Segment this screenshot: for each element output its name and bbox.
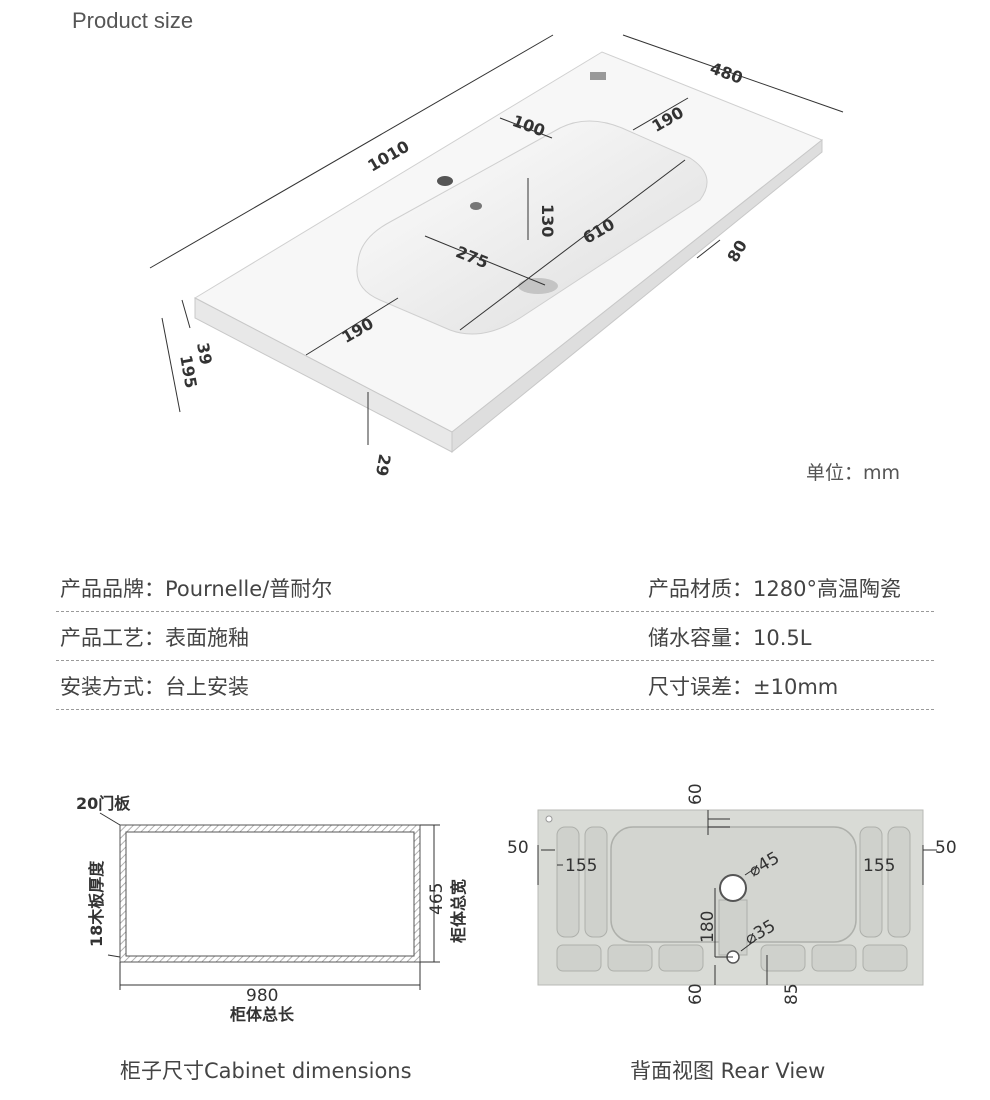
spec-brand: 产品品牌：Pournelle/普耐尔 [60,577,333,601]
spec-row: 安装方式：台上安装 尺寸误差：±10mm [56,661,934,710]
basin-bowl [356,120,708,335]
rear-bottom-offset-label: 60 [686,983,706,1005]
countertop-side-edge [451,138,823,454]
rear-right-inset-label: 155 [863,856,895,876]
rear-mark-dot [545,815,553,823]
brand-logo-mark [590,72,606,80]
rear-rib [607,944,653,972]
board-thickness-label: 18木板厚度 [87,860,106,947]
cabinet-length-label: 柜体总长 [230,1005,295,1024]
cabinet-length-value: 980 [246,986,278,1006]
rear-rib [760,944,806,972]
rear-drain-channel [718,899,748,956]
spec-tolerance: 尺寸误差：±10mm [648,675,839,699]
dim-length-label: 1010 [364,137,412,176]
dim-line-basin-width [424,235,546,286]
spec-craft: 产品工艺：表面施釉 [60,626,249,650]
rear-rib [658,944,704,972]
rear-rib [556,826,580,938]
spec-install: 安装方式：台上安装 [60,675,249,699]
rear-view-caption: 背面视图 Rear View [630,1059,826,1083]
rear-rib [556,944,602,972]
rear-drain-spacing-label: 180 [698,911,718,943]
spec-row: 产品品牌：Pournelle/普耐尔 产品材质：1280°高温陶瓷 [56,563,934,612]
dim-lip-label: 29 [372,452,395,477]
drain-hole [518,278,558,294]
spec-material: 产品材质：1280°高温陶瓷 [648,577,901,601]
dim-line-margin-top [632,97,689,131]
door-board-label: 20门板 [76,794,131,813]
rear-rib [811,944,857,972]
dim-line-width [622,34,844,113]
rear-rib [859,826,883,938]
spec-capacity: 储水容量：10.5L [648,626,812,650]
rear-rib [887,826,911,938]
rear-rib [584,826,608,938]
dim-line-length [149,34,554,269]
dim-basin-depth-label: 130 [538,204,557,237]
rear-drain-hole [719,874,747,902]
rear-left-inset-label: 155 [565,856,597,876]
dim-line-front [696,239,721,259]
cabinet-depth-value: 465 [427,883,447,915]
rear-left-margin-label: 50 [507,838,529,858]
cabinet-diagram: 20门板 18木板厚度 465 柜体总宽 980 柜体总长 [76,794,468,1024]
overflow-hole [470,202,482,210]
rear-top-offset-label: 60 [686,783,706,805]
spec-table: 产品品牌：Pournelle/普耐尔 产品材质：1280°高温陶瓷 产品工艺：表… [56,563,934,710]
dim-line-tap-offset [499,117,553,139]
dim-front-label: 80 [723,237,751,266]
cabinet-caption: 柜子尺寸Cabinet dimensions [120,1059,412,1083]
rear-view-diagram: 60 50 155 155 50 ⌀45 180 ⌀35 60 85 [507,783,957,1005]
tap-hole [437,176,453,186]
dim-line-basin-length [459,159,686,331]
product-size-title: Product size [72,8,194,33]
unit-label: 单位：mm [806,462,901,484]
dim-line-margin-left [305,297,399,356]
dim-thickness-label: 39 [193,341,216,366]
sink-perspective-drawing: 1010 480 100 190 130 610 275 80 190 39 1… [149,34,844,478]
rear-bottom-right-label: 85 [782,983,802,1005]
dim-line-height [161,317,181,413]
spec-row: 产品工艺：表面施釉 储水容量：10.5L [56,612,934,661]
rear-rib [862,944,908,972]
rear-right-margin-label: 50 [935,838,957,858]
cabinet-inner [125,831,415,957]
cabinet-depth-label: 柜体总宽 [449,879,468,943]
dim-width-label: 480 [707,58,745,87]
dim-line-thickness [181,299,191,329]
